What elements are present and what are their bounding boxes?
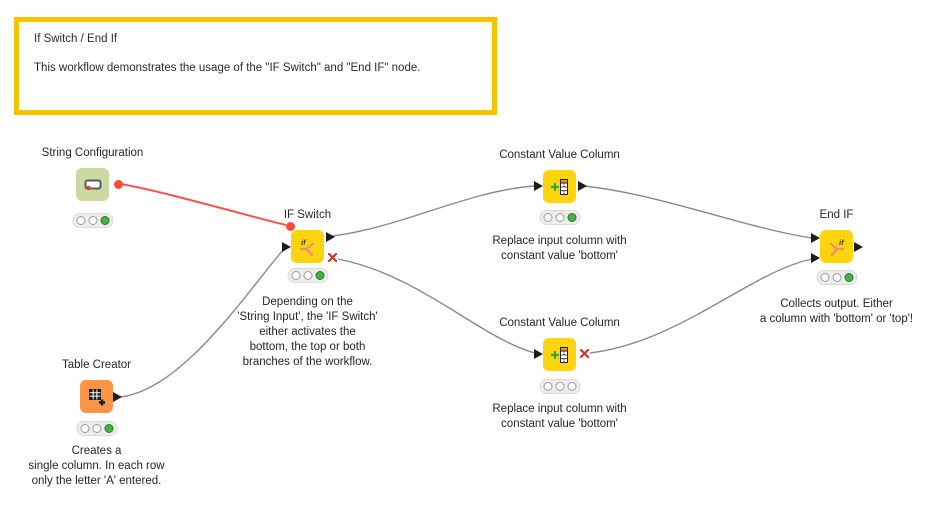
node-caption[interactable]: Replace input column with constant value… xyxy=(492,403,627,430)
node-caption[interactable]: Depending on the 'String Input', the 'IF… xyxy=(237,296,378,368)
traffic-light xyxy=(539,210,580,225)
node-constant-value-column-top[interactable]: Constant Value Column 1 1 Replace input … xyxy=(492,149,626,262)
output-port-top[interactable] xyxy=(326,232,335,242)
connection-ifswitch-to-cvc-bottom[interactable] xyxy=(337,258,536,354)
annotation-title: If Switch / End If xyxy=(34,33,118,45)
node-string-configuration[interactable]: String Configuration xyxy=(42,147,143,228)
light-yellow xyxy=(88,216,97,225)
node-label[interactable]: End IF xyxy=(819,209,854,221)
light-green xyxy=(844,273,853,282)
node-label[interactable]: String Configuration xyxy=(41,147,144,159)
node-label[interactable]: IF Switch xyxy=(283,209,332,221)
connection-cvc-top-to-endif[interactable] xyxy=(583,185,813,239)
svg-text:1: 1 xyxy=(562,350,565,355)
light-yellow xyxy=(303,271,312,280)
inactive-output-x-icon[interactable] xyxy=(327,252,338,263)
node-end-if[interactable]: End IF if Collects output. Either a colu… xyxy=(760,209,913,325)
light-red xyxy=(76,216,85,225)
svg-text:if: if xyxy=(839,238,845,247)
output-port[interactable] xyxy=(854,242,863,252)
light-red xyxy=(543,382,552,391)
node-body-constant-value-column-bottom[interactable]: 1 1 xyxy=(543,338,576,371)
node-body-constant-value-column-top[interactable]: 1 1 xyxy=(543,170,576,203)
output-port[interactable] xyxy=(578,181,587,191)
light-green xyxy=(104,424,113,433)
light-yellow xyxy=(555,213,564,222)
light-yellow xyxy=(92,424,101,433)
node-body-string-configuration[interactable] xyxy=(76,168,109,201)
node-label[interactable]: Constant Value Column xyxy=(499,149,620,161)
node-label[interactable]: Constant Value Column xyxy=(499,317,620,329)
node-if-switch[interactable]: IF Switch if Depending on the 'String In… xyxy=(237,209,377,368)
light-green xyxy=(567,213,576,222)
input-port-bottom[interactable] xyxy=(811,253,820,263)
light-yellow xyxy=(555,382,564,391)
light-red xyxy=(80,424,89,433)
light-red xyxy=(820,273,829,282)
node-body-end-if[interactable]: if xyxy=(820,230,853,263)
flow-variable-input-port[interactable] xyxy=(286,222,295,231)
flow-variable-output-port[interactable] xyxy=(114,180,123,189)
connection-ifswitch-to-cvc-top[interactable] xyxy=(331,185,536,237)
annotation-body: This workflow demonstrates the usage of … xyxy=(34,62,421,74)
node-body-table-creator[interactable] xyxy=(80,380,113,413)
node-caption[interactable]: Replace input column with constant value… xyxy=(492,235,627,262)
end-if-merge-icon: if xyxy=(829,238,845,256)
svg-text:if: if xyxy=(301,238,307,247)
node-constant-value-column-bottom[interactable]: Constant Value Column 1 1 Replace input … xyxy=(492,317,626,430)
input-port[interactable] xyxy=(534,349,543,359)
node-caption[interactable]: Creates a single column. In each row onl… xyxy=(28,445,165,487)
svg-text:1: 1 xyxy=(562,190,565,195)
traffic-light xyxy=(72,213,113,228)
plus-column-icon: 1 1 xyxy=(550,346,568,363)
light-green xyxy=(315,271,324,280)
if-switch-fork-icon: if xyxy=(299,238,314,256)
light-green xyxy=(100,216,109,225)
input-port[interactable] xyxy=(282,242,291,252)
inactive-output-x-icon[interactable] xyxy=(579,348,590,359)
node-caption[interactable]: Collects output. Either a column with 'b… xyxy=(759,298,914,325)
traffic-light xyxy=(76,421,117,436)
connection-cvc-bottom-to-endif[interactable] xyxy=(589,258,813,354)
node-body-if-switch[interactable]: if xyxy=(291,230,324,263)
input-port-top[interactable] xyxy=(811,233,820,243)
table-grid-plus-icon xyxy=(88,388,105,405)
plus-column-icon: 1 1 xyxy=(550,178,568,195)
text-field-icon xyxy=(84,179,101,190)
traffic-light xyxy=(816,270,857,285)
svg-text:1: 1 xyxy=(562,182,565,187)
node-table-creator[interactable]: Table Creator Creates a single column. I… xyxy=(28,359,164,487)
light-red xyxy=(291,271,300,280)
output-port[interactable] xyxy=(113,392,122,402)
connection-tablecreator-to-ifswitch[interactable] xyxy=(118,249,284,398)
traffic-light xyxy=(287,268,328,283)
connection-flowvar-stringconfig-to-ifswitch[interactable] xyxy=(120,183,287,226)
light-red xyxy=(543,213,552,222)
input-port[interactable] xyxy=(534,181,543,191)
node-label[interactable]: Table Creator xyxy=(61,359,132,371)
light-green xyxy=(567,382,576,391)
workflow-annotation[interactable]: If Switch / End If This workflow demonst… xyxy=(14,17,497,115)
svg-text:1: 1 xyxy=(562,358,565,363)
light-yellow xyxy=(832,273,841,282)
traffic-light xyxy=(539,379,580,394)
